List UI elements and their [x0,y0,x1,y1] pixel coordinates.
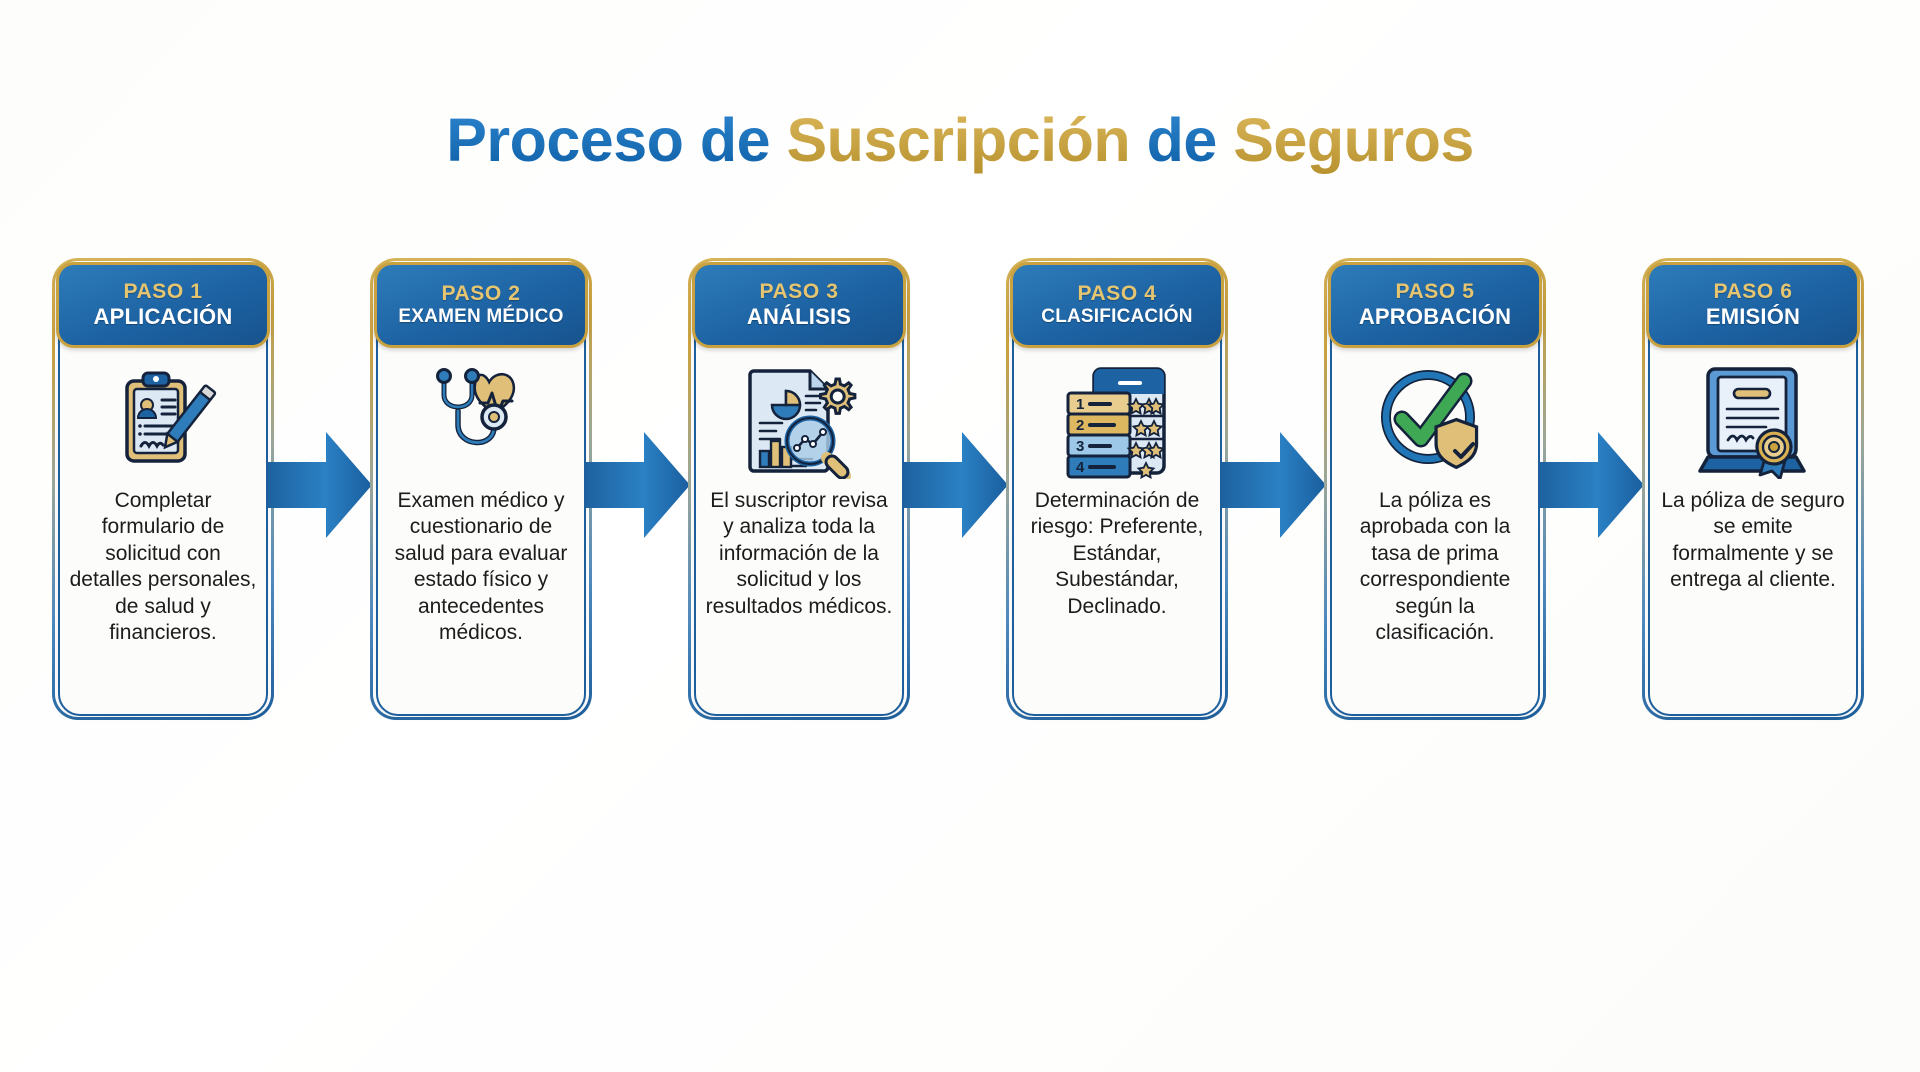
card-header-3: PASO 3 ANÁLISIS [692,262,906,348]
check-shield-icon [1332,356,1538,486]
card-body-2: PASO 2 EXAMEN MÉDICO [374,262,588,716]
ranking-stars-icon: 1 2 3 4 [1014,356,1220,486]
svg-text:1: 1 [1076,396,1084,413]
title-part-3: de [1146,106,1234,174]
card-body-4: PASO 4 CLASIFICACIÓN [1010,262,1224,716]
step-number-4: PASO 4 [1077,282,1157,305]
flow-arrow-3 [904,258,1008,720]
step-number-1: PASO 1 [123,280,203,304]
title-part-4: Seguros [1233,106,1474,174]
step-title-3: ANÁLISIS [746,304,852,330]
card-header-5: PASO 5 APROBACIÓN [1328,262,1542,348]
step-number-3: PASO 3 [759,280,839,304]
step-title-4: CLASIFICACIÓN [1041,306,1193,328]
step-title-2: EXAMEN MÉDICO [398,306,564,328]
card-header-1: PASO 1 APLICACIÓN [56,262,270,348]
title-part-2: Suscripción [786,106,1147,174]
step-number-2: PASO 2 [441,282,521,305]
step-card-6[interactable]: PASO 6 EMISIÓN [1642,258,1864,720]
step-number-6: PASO 6 [1713,280,1793,304]
step-card-5[interactable]: PASO 5 APROBACIÓN La póliza es aprobada … [1324,258,1546,720]
step-title-6: EMISIÓN [1705,304,1801,330]
card-header-6: PASO 6 EMISIÓN [1646,262,1860,348]
report-magnifier-gear-icon [696,356,902,486]
card-body-6: PASO 6 EMISIÓN [1646,262,1860,716]
step-title-5: APROBACIÓN [1358,304,1512,330]
svg-text:2: 2 [1076,417,1084,434]
flow-arrow-4 [1222,258,1326,720]
title-part-1: Proceso de [446,106,787,174]
title-block: Proceso de Suscripción de Seguros [0,108,1920,193]
card-header-2: PASO 2 EXAMEN MÉDICO [374,262,588,348]
card-body-5: PASO 5 APROBACIÓN La póliza es aprobada … [1328,262,1542,716]
step-card-4[interactable]: PASO 4 CLASIFICACIÓN [1006,258,1228,720]
step-description-4: Determinación de riesgo: Preferente, Est… [1030,489,1204,618]
step-card-3[interactable]: PASO 3 ANÁLISIS [688,258,910,720]
certificate-seal-icon [1650,356,1856,486]
step-card-1[interactable]: PASO 1 APLICACIÓN [52,258,274,720]
card-header-4: PASO 4 CLASIFICACIÓN [1010,262,1224,348]
step-title-1: APLICACIÓN [93,304,233,330]
title-underline [425,188,1495,193]
page-title: Proceso de Suscripción de Seguros [0,108,1920,172]
step-description-5: La póliza es aprobada con la tasa de pri… [1359,489,1511,645]
step-description-1: Completar formulario de solicitud con de… [69,489,257,645]
step-number-5: PASO 5 [1395,280,1475,304]
process-flow: PASO 1 APLICACIÓN [52,258,1868,728]
step-description-6: La póliza de seguro se emite formalmente… [1661,489,1845,592]
card-body-3: PASO 3 ANÁLISIS [692,262,906,716]
flow-arrow-2 [586,258,690,720]
step-description-2: Examen médico y cuestionario de salud pa… [394,489,568,645]
step-description-3: El suscriptor revisa y analiza toda la i… [705,489,893,618]
svg-text:4: 4 [1076,459,1085,476]
step-card-2[interactable]: PASO 2 EXAMEN MÉDICO [370,258,592,720]
card-body-1: PASO 1 APLICACIÓN [56,262,270,716]
stethoscope-heart-icon [378,356,584,486]
clipboard-pencil-icon [60,356,266,486]
svg-text:3: 3 [1076,438,1084,455]
flow-arrow-1 [268,258,372,720]
flow-arrow-5 [1540,258,1644,720]
